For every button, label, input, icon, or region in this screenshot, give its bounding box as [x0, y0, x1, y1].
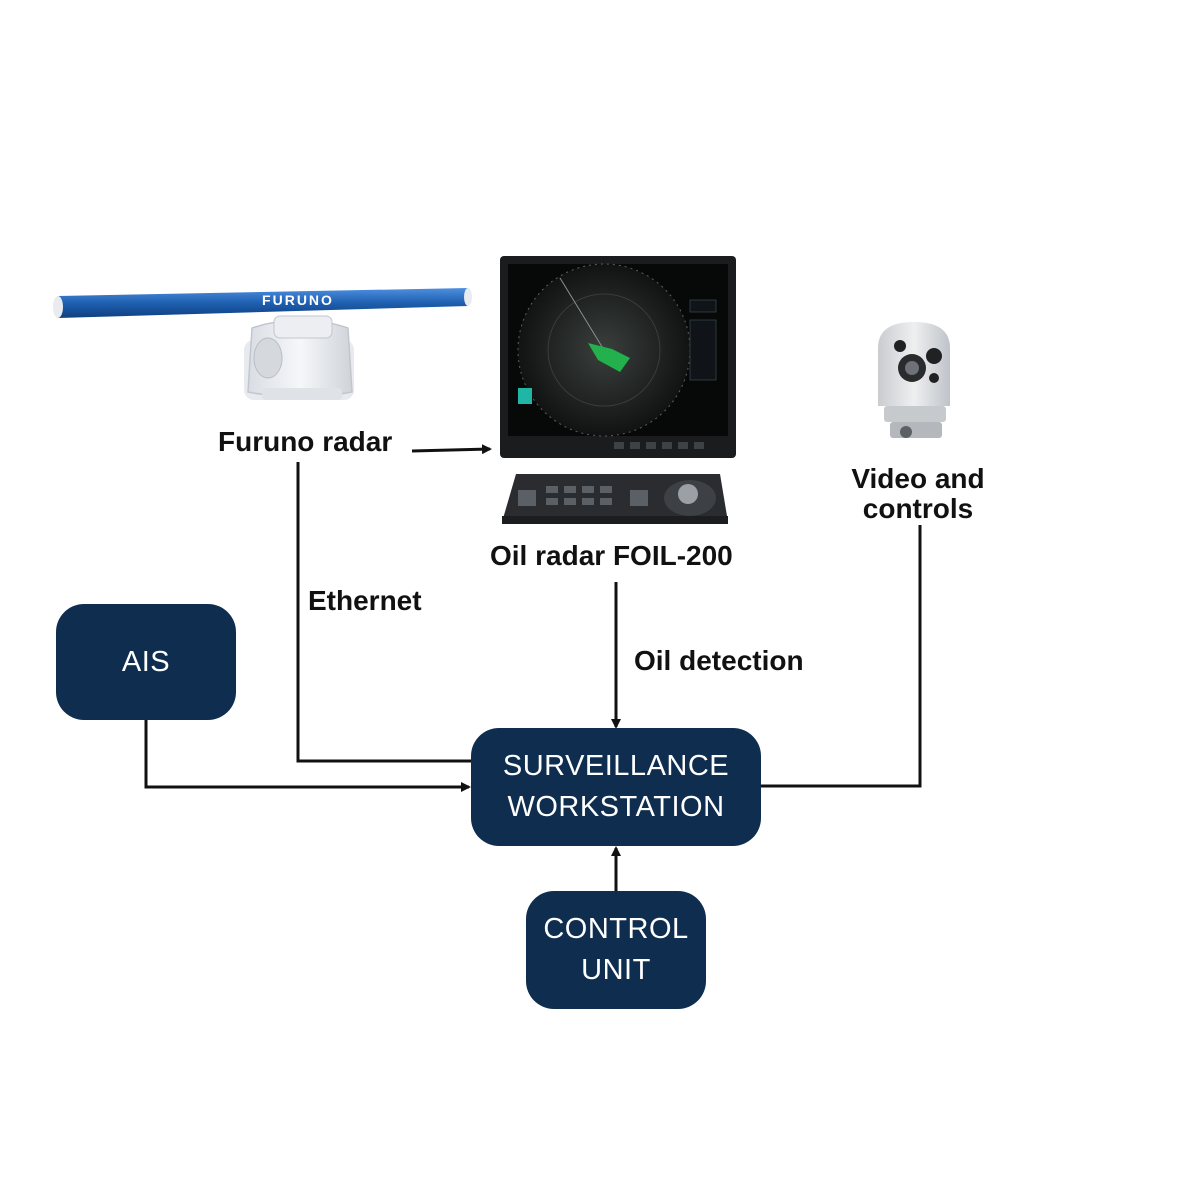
camera-label: Video and controls — [836, 464, 1000, 524]
workstation-label-line1: SURVEILLANCE — [502, 750, 730, 782]
camera-label-line2: controls — [862, 493, 974, 524]
workstation-label-line2: WORKSTATION — [507, 791, 725, 823]
ais-label: AIS — [121, 645, 171, 678]
surveillance-workstation-node: SURVEILLANCE WORKSTATION — [471, 728, 761, 846]
oil-radar-label: Oil radar FOIL-200 — [490, 540, 733, 571]
ptz-camera-icon — [878, 322, 950, 438]
edge-radar-to-oil-radar — [411, 444, 492, 455]
camera-label-line1: Video and — [851, 463, 985, 494]
radar-brand-text: FURUNO — [262, 292, 334, 308]
radar-antenna-icon: FURUNO — [53, 288, 472, 400]
radar-display-icon — [500, 256, 736, 524]
control-unit-label-line1: CONTROL — [543, 913, 689, 945]
edge-camera-to-workstation — [761, 525, 922, 788]
oil-detection-label: Oil detection — [634, 645, 804, 676]
edge-ais-to-workstation — [144, 720, 471, 792]
control-unit-label-line2: UNIT — [581, 954, 651, 986]
control-unit-node: CONTROL UNIT — [526, 891, 706, 1009]
ais-node: AIS — [56, 604, 236, 720]
edge-ethernet — [296, 462, 471, 763]
ethernet-label: Ethernet — [308, 585, 422, 616]
furuno-radar-label: Furuno radar — [218, 426, 393, 457]
